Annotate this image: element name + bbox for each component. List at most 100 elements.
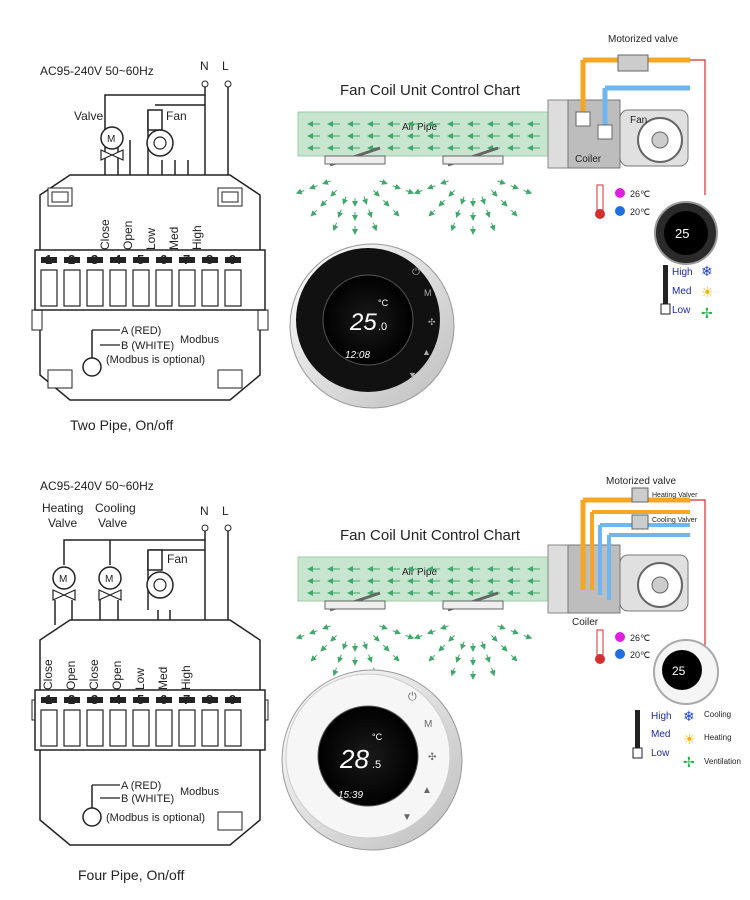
- top-modbus: A (RED) B (WHITE) Modbus (Modbus is opti…: [82, 325, 220, 377]
- bottom-temp-hot: 26℃: [630, 633, 650, 643]
- top-air-spray-arrows: [295, 179, 533, 235]
- terminal-label: Close: [87, 659, 101, 690]
- bottom-section: AC95-240V 50~60Hz N L Heating Valve Cool…: [31, 476, 741, 883]
- spray-arrow: [308, 628, 318, 635]
- terminal-block: [132, 709, 150, 747]
- bottom-air-pipe-label: Air Pipe: [402, 567, 437, 578]
- top-lcd-temp: 25: [349, 309, 377, 336]
- bottom-speed-med: Med: [651, 729, 670, 740]
- bottom-mode-cooling: Cooling: [704, 710, 731, 719]
- spray-arrow: [330, 635, 337, 642]
- sun-icon: ☀: [683, 731, 696, 747]
- spray-arrow: [489, 667, 496, 677]
- top-air-pipe: [297, 111, 549, 157]
- top-valve-label: Valve: [74, 109, 103, 123]
- spray-arrow: [489, 222, 496, 232]
- top-n-label: N: [200, 59, 209, 73]
- top-fan-icon: [146, 109, 174, 157]
- bottom-cooling-valver: Cooling Valver: [652, 517, 698, 524]
- spray-arrow: [332, 222, 339, 232]
- top-speed-med: Med: [672, 286, 691, 297]
- spray-arrow: [322, 624, 331, 630]
- spray-arrow: [405, 188, 415, 195]
- bottom-airflow-arrows: [307, 566, 540, 596]
- terminal-block: [224, 709, 242, 747]
- bottom-heating-valve-icon: M: [52, 566, 76, 601]
- top-temp-cold: 20℃: [630, 207, 650, 217]
- bottom-speed-legend: High Med Low ❄ ☀ ✢ Cooling Heating Venti…: [632, 708, 741, 770]
- top-modbus-optional: (Modbus is optional): [106, 354, 205, 366]
- spray-arrow: [366, 209, 373, 219]
- spray-arrow: [332, 667, 339, 677]
- terminal-label: Close: [98, 219, 112, 250]
- bottom-lcd-time: 15:39: [338, 790, 363, 801]
- bottom-mode-heating: Heating: [704, 733, 732, 742]
- bottom-motorized-valve: Motorized valve: [606, 476, 676, 487]
- top-a-red: A (RED): [121, 325, 161, 337]
- top-speed-low: Low: [672, 305, 691, 316]
- terminal-label: Open: [121, 221, 135, 250]
- bottom-heating-valver: Heating Valver: [652, 492, 698, 499]
- bottom-terminal-blocks: [40, 697, 242, 747]
- spray-arrow: [450, 667, 457, 677]
- spray-arrow: [428, 209, 436, 217]
- spray-arrow: [337, 654, 344, 664]
- spray-arrow: [438, 199, 446, 207]
- bottom-coiler-label: Coiler: [572, 617, 599, 628]
- bottom-air-spray-arrows: [295, 624, 533, 680]
- terminal-block: [201, 269, 219, 307]
- up-key-icon: ▲: [422, 785, 432, 796]
- terminal-label: High: [179, 665, 193, 690]
- spray-arrow: [342, 641, 348, 650]
- terminal-block: [224, 269, 242, 307]
- spray-arrow: [413, 188, 423, 195]
- spray-arrow: [362, 641, 368, 650]
- spray-arrow: [310, 654, 318, 662]
- bottom-lcd-temp: 28: [339, 744, 369, 774]
- spray-arrow: [510, 654, 518, 662]
- terminal-screw: [156, 257, 172, 263]
- spray-arrow: [510, 183, 520, 190]
- terminal-block: [40, 709, 58, 747]
- spray-arrow: [450, 222, 457, 232]
- terminal-label: Low: [133, 668, 147, 690]
- spray-arrow: [460, 196, 466, 205]
- spray-arrow: [426, 183, 436, 190]
- terminal-block: [155, 709, 173, 747]
- terminal-label: High: [190, 225, 204, 250]
- spray-arrow: [382, 199, 390, 207]
- bottom-fan-coil-unit: Motorized valve Heating Valver Cooling V…: [547, 476, 706, 655]
- top-terminal-blocks: [40, 257, 242, 307]
- terminal-block: [40, 269, 58, 307]
- mode-m-icon: M: [424, 288, 432, 298]
- bottom-mode-ventilation: Ventilation: [704, 757, 741, 766]
- terminal-block: [201, 709, 219, 747]
- terminal-screw: [133, 257, 149, 263]
- spray-arrow: [500, 644, 508, 652]
- top-modbus-label: Modbus: [180, 334, 220, 346]
- mode-m-icon: M: [424, 719, 432, 730]
- spray-arrow: [500, 199, 508, 207]
- terminal-block: [132, 269, 150, 307]
- spray-arrow: [484, 654, 491, 664]
- bottom-small-temp: 25: [672, 664, 686, 678]
- spray-arrow: [342, 196, 348, 205]
- terminal-screw: [179, 257, 195, 263]
- top-temp-hot: 26℃: [630, 189, 650, 199]
- bottom-lcd-unit: °C: [372, 732, 383, 742]
- top-diffusers: [324, 146, 504, 167]
- spray-arrow: [480, 641, 486, 650]
- terminal-screw: [110, 257, 126, 263]
- spray-arrow: [362, 196, 368, 205]
- top-fan-label: Fan: [166, 109, 187, 123]
- top-thermostat-front: 25 .0 °C 12:08 ⏻ M ✣ ▲ ▼: [289, 243, 455, 409]
- down-key-icon: ▼: [402, 812, 412, 823]
- spray-arrow: [330, 190, 337, 197]
- spray-arrow: [320, 644, 328, 652]
- fan-key-icon: ✣: [428, 317, 436, 327]
- top-small-thermostat: 25: [654, 201, 718, 265]
- spray-arrow: [322, 179, 331, 185]
- bottom-cooling-valve-label: Valve: [98, 516, 127, 530]
- top-chart-title: Fan Coil Unit Control Chart: [340, 82, 521, 99]
